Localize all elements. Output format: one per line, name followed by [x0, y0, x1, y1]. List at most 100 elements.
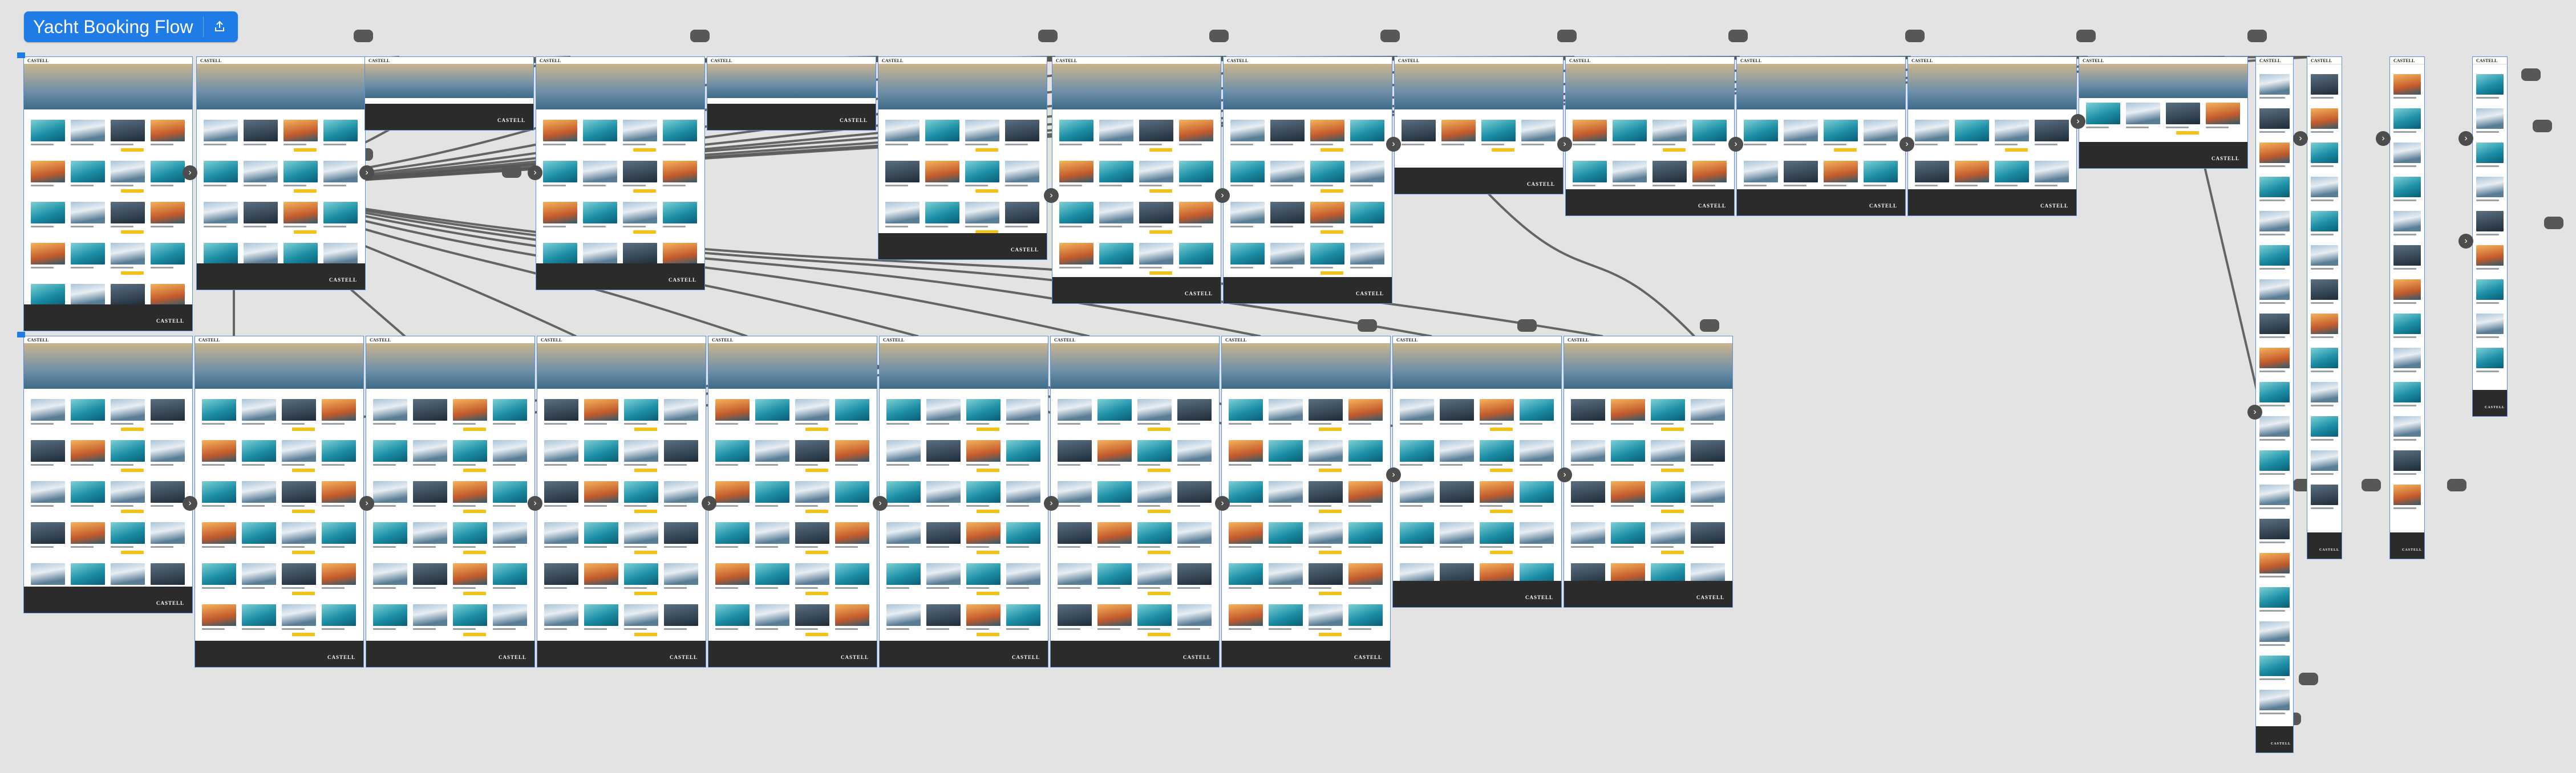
- yacht-thumbnail[interactable]: [1309, 604, 1343, 626]
- yacht-thumbnail[interactable]: [2393, 450, 2421, 471]
- book-now-button[interactable]: [1148, 510, 1170, 513]
- yacht-thumbnail[interactable]: [1006, 522, 1040, 544]
- chevron-right-icon[interactable]: ›: [528, 496, 542, 511]
- yacht-thumbnail[interactable]: [71, 284, 105, 306]
- yacht-thumbnail[interactable]: [1099, 161, 1133, 182]
- book-now-button[interactable]: [1319, 592, 1342, 595]
- yacht-thumbnail[interactable]: [2311, 416, 2338, 437]
- yacht-thumbnail[interactable]: [2476, 348, 2504, 368]
- book-now-button[interactable]: [121, 189, 144, 193]
- yacht-thumbnail[interactable]: [2393, 143, 2421, 163]
- yacht-thumbnail[interactable]: [664, 522, 698, 544]
- yacht-thumbnail[interactable]: [111, 399, 145, 421]
- yacht-thumbnail[interactable]: [926, 563, 961, 585]
- yacht-thumbnail[interactable]: [1995, 161, 2029, 182]
- book-now-button[interactable]: [805, 592, 828, 595]
- yacht-thumbnail[interactable]: [886, 399, 921, 421]
- book-now-button[interactable]: [634, 428, 657, 431]
- yacht-thumbnail[interactable]: [283, 202, 318, 223]
- yacht-thumbnail[interactable]: [1229, 563, 1263, 585]
- yacht-thumbnail[interactable]: [1573, 120, 1607, 141]
- yacht-thumbnail[interactable]: [322, 399, 356, 421]
- yacht-thumbnail[interactable]: [1269, 440, 1303, 462]
- yacht-thumbnail[interactable]: [1230, 120, 1265, 141]
- yacht-thumbnail[interactable]: [835, 481, 869, 503]
- yacht-thumbnail[interactable]: [2259, 450, 2290, 471]
- yacht-thumbnail[interactable]: [2393, 416, 2421, 437]
- yacht-thumbnail[interactable]: [2393, 382, 2421, 402]
- yacht-thumbnail[interactable]: [584, 440, 618, 462]
- book-now-button[interactable]: [977, 551, 999, 554]
- yacht-thumbnail[interactable]: [31, 202, 65, 223]
- book-now-button[interactable]: [463, 633, 486, 636]
- chevron-right-icon[interactable]: ›: [873, 496, 888, 511]
- yacht-thumbnail[interactable]: [1348, 481, 1383, 503]
- book-now-button[interactable]: [292, 592, 315, 595]
- book-now-button[interactable]: [121, 148, 144, 152]
- yacht-thumbnail[interactable]: [1177, 522, 1212, 544]
- chevron-right-icon[interactable]: ›: [359, 165, 374, 180]
- yacht-thumbnail[interactable]: [1348, 399, 1383, 421]
- yacht-thumbnail[interactable]: [1230, 161, 1265, 182]
- yacht-thumbnail[interactable]: [1310, 161, 1344, 182]
- yacht-thumbnail[interactable]: [1481, 120, 1516, 141]
- yacht-thumbnail[interactable]: [1400, 522, 1434, 544]
- yacht-thumbnail[interactable]: [583, 120, 617, 141]
- yacht-thumbnail[interactable]: [1006, 440, 1040, 462]
- book-now-button[interactable]: [633, 230, 656, 234]
- yacht-thumbnail[interactable]: [885, 202, 920, 223]
- book-now-button[interactable]: [975, 230, 998, 234]
- yacht-thumbnail[interactable]: [1520, 481, 1554, 503]
- yacht-thumbnail[interactable]: [885, 161, 920, 182]
- yacht-thumbnail[interactable]: [151, 563, 185, 585]
- book-now-button[interactable]: [805, 551, 828, 554]
- yacht-thumbnail[interactable]: [1269, 563, 1303, 585]
- yacht-thumbnail[interactable]: [31, 481, 65, 503]
- yacht-thumbnail[interactable]: [1097, 604, 1132, 626]
- yacht-thumbnail[interactable]: [2476, 245, 2504, 266]
- yacht-thumbnail[interactable]: [2259, 553, 2290, 573]
- book-now-button[interactable]: [1492, 148, 1514, 152]
- yacht-thumbnail[interactable]: [1139, 161, 1173, 182]
- yacht-thumbnail[interactable]: [1137, 399, 1172, 421]
- yacht-thumbnail[interactable]: [2393, 108, 2421, 129]
- yacht-thumbnail[interactable]: [1006, 481, 1040, 503]
- book-now-button[interactable]: [121, 469, 144, 472]
- yacht-thumbnail[interactable]: [1955, 161, 1989, 182]
- yacht-thumbnail[interactable]: [71, 243, 105, 265]
- yacht-thumbnail[interactable]: [322, 481, 356, 503]
- yacht-thumbnail[interactable]: [2311, 177, 2338, 197]
- yacht-thumbnail[interactable]: [322, 522, 356, 544]
- yacht-thumbnail[interactable]: [1059, 161, 1093, 182]
- yacht-thumbnail[interactable]: [282, 522, 316, 544]
- connector-hotspot[interactable]: [2447, 479, 2466, 491]
- yacht-thumbnail[interactable]: [1270, 120, 1305, 141]
- yacht-thumbnail[interactable]: [1099, 202, 1133, 223]
- book-now-button[interactable]: [463, 469, 486, 472]
- book-now-button[interactable]: [1148, 469, 1170, 472]
- book-now-button[interactable]: [292, 633, 315, 636]
- yacht-thumbnail[interactable]: [795, 604, 829, 626]
- yacht-thumbnail[interactable]: [2259, 177, 2290, 197]
- yacht-thumbnail[interactable]: [1179, 243, 1213, 265]
- yacht-thumbnail[interactable]: [202, 440, 236, 462]
- yacht-thumbnail[interactable]: [2259, 108, 2290, 129]
- yacht-thumbnail[interactable]: [835, 563, 869, 585]
- yacht-thumbnail[interactable]: [623, 243, 657, 265]
- yacht-thumbnail[interactable]: [323, 202, 358, 223]
- yacht-thumbnail[interactable]: [242, 481, 276, 503]
- yacht-thumbnail[interactable]: [2393, 485, 2421, 505]
- yacht-thumbnail[interactable]: [886, 481, 921, 503]
- yacht-thumbnail[interactable]: [31, 399, 65, 421]
- yacht-thumbnail[interactable]: [204, 202, 238, 223]
- book-now-button[interactable]: [1321, 189, 1343, 193]
- yacht-thumbnail[interactable]: [1269, 481, 1303, 503]
- frame-selection-handle[interactable]: [17, 332, 25, 337]
- chevron-right-icon[interactable]: ›: [1215, 496, 1230, 511]
- yacht-thumbnail[interactable]: [413, 481, 447, 503]
